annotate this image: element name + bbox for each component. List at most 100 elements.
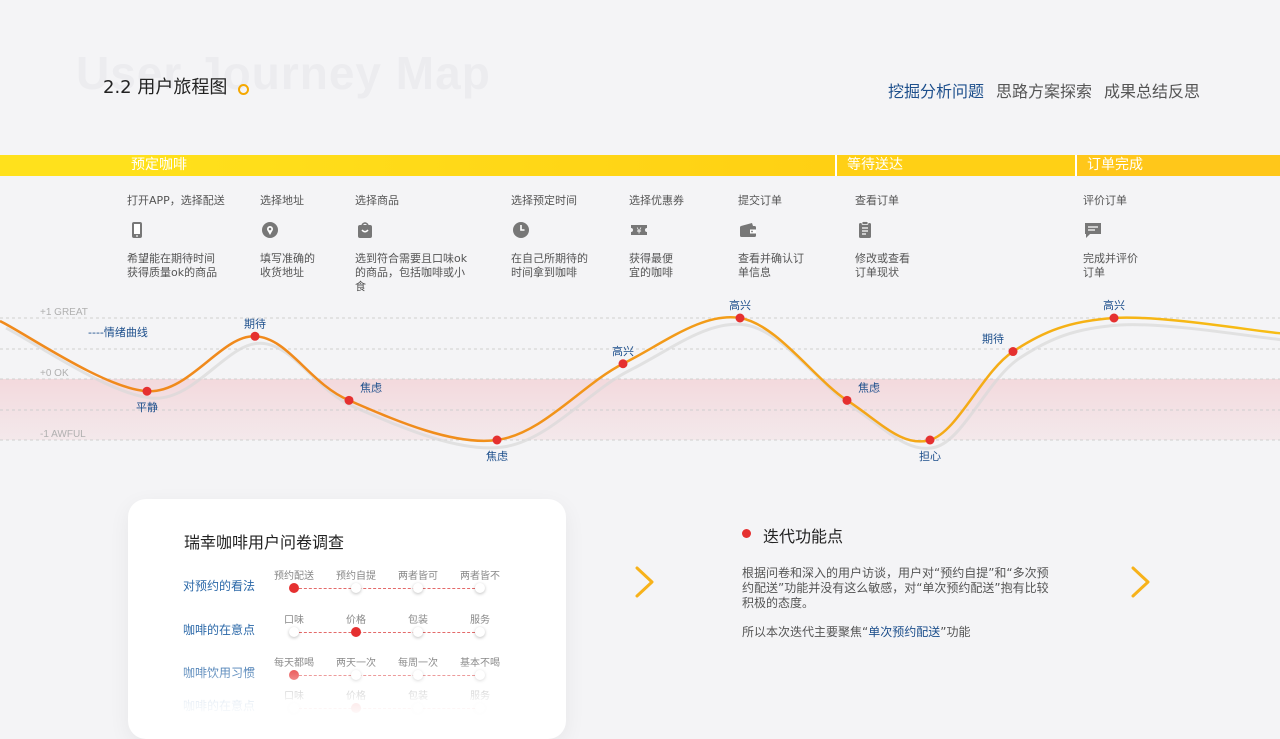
conclusion-suffix: ”功能 bbox=[940, 625, 971, 639]
survey-title: 瑞幸咖啡用户问卷调查 bbox=[184, 533, 345, 552]
iteration-conclusion: 所以本次迭代主要聚焦“单次预约配送”功能 bbox=[742, 625, 1052, 640]
chevron-right-icon[interactable] bbox=[1130, 566, 1152, 598]
survey-option-track bbox=[294, 588, 480, 589]
y-level-label: +0 OK bbox=[40, 368, 69, 379]
iteration-description: 根据问卷和深入的用户访谈，用户对“预约自提”和“多次预约配送”功能并没有这么敏感… bbox=[742, 566, 1052, 640]
nav-item-problem-analysis[interactable]: 挖掘分析问题 bbox=[887, 82, 984, 101]
step-desc: 在自己所期待的 bbox=[511, 252, 588, 265]
nav-item-solution-exploration[interactable]: 思路方案探索 bbox=[995, 82, 1092, 101]
comment-icon bbox=[1085, 223, 1101, 238]
emotion-curve-chart: +1 GREAT+0 OK-1 AWFUL----情绪曲线 平静期待焦虑焦虑高兴… bbox=[0, 298, 1280, 463]
emotion-label: 焦虑 bbox=[858, 381, 880, 394]
emotion-label: 期待 bbox=[244, 316, 266, 330]
survey-option-radio[interactable] bbox=[289, 627, 299, 637]
step-desc: 订单 bbox=[1083, 266, 1105, 279]
survey-option-radio-selected[interactable] bbox=[289, 583, 299, 593]
nav-item-results-summary[interactable]: 成果总结反思 bbox=[1103, 82, 1200, 101]
stage-bar-waiting-delivery: 等待送达 bbox=[837, 155, 1075, 176]
journey-step: 选择商品 选到符合需要且口味ok 的商品，包括咖啡或小食 bbox=[355, 192, 475, 294]
emotion-label: 焦虑 bbox=[486, 450, 508, 463]
conclusion-highlight: 单次预约配送 bbox=[868, 625, 941, 639]
emotion-point bbox=[1109, 313, 1119, 323]
survey-option-label: 两者皆不 bbox=[460, 571, 500, 582]
step-desc: 完成并评价 bbox=[1083, 252, 1138, 265]
emotion-curve-line bbox=[0, 315, 1280, 443]
survey-option-label: 包装 bbox=[408, 615, 428, 626]
step-desc: 填写准确的 bbox=[260, 252, 315, 265]
survey-question-label: 对预约的看法 bbox=[183, 579, 256, 593]
step-name: 提交订单 bbox=[738, 194, 782, 207]
emotion-label: 高兴 bbox=[1103, 298, 1125, 312]
emotion-label: 担心 bbox=[919, 449, 941, 463]
survey-option-label: 预约配送 bbox=[274, 571, 314, 582]
emotion-point bbox=[618, 359, 628, 369]
emotion-curve-shadow bbox=[5, 322, 1280, 450]
emotion-point bbox=[735, 313, 745, 323]
curve-legend-label: ----情绪曲线 bbox=[88, 325, 148, 339]
emotion-point bbox=[250, 331, 260, 341]
step-name: 选择预定时间 bbox=[511, 194, 577, 207]
survey-option-track bbox=[294, 632, 480, 633]
step-desc: 获得质量ok的商品 bbox=[127, 266, 218, 279]
coupon-icon: ¥ bbox=[631, 225, 647, 236]
page-title: 2.2 用户旅程图 bbox=[103, 77, 228, 98]
step-name: 选择商品 bbox=[355, 194, 399, 207]
survey-option-radio[interactable] bbox=[413, 583, 423, 593]
stage-divider bbox=[1075, 155, 1077, 176]
location-pin-icon bbox=[262, 222, 278, 238]
step-desc: 的商品，包括咖啡或小食 bbox=[355, 266, 465, 293]
iteration-title: 迭代功能点 bbox=[763, 527, 844, 546]
journey-step: 打开APP，选择配送 希望能在期待时间 获得质量ok的商品 bbox=[127, 192, 247, 280]
survey-option-radio[interactable] bbox=[475, 627, 485, 637]
top-nav: 挖掘分析问题 思路方案探索 成果总结反思 bbox=[888, 78, 1200, 102]
step-name: 选择地址 bbox=[260, 194, 304, 207]
survey-option-radio[interactable] bbox=[475, 583, 485, 593]
journey-step: 评价订单 完成并评价 订单 bbox=[1083, 192, 1203, 280]
y-level-label: -1 AWFUL bbox=[40, 429, 86, 440]
emotion-label: 期待 bbox=[982, 332, 1004, 346]
stage-divider bbox=[835, 155, 837, 176]
stage-bar-order-coffee: 预定咖啡 bbox=[0, 155, 835, 176]
shopping-bag-icon bbox=[358, 222, 372, 238]
survey-question-label: 咖啡的在意点 bbox=[183, 623, 256, 637]
journey-step: 选择预定时间 在自己所期待的 时间拿到咖啡 bbox=[511, 192, 631, 280]
step-desc: 订单现状 bbox=[855, 266, 899, 279]
wallet-icon bbox=[740, 223, 756, 237]
step-desc: 收货地址 bbox=[260, 266, 304, 279]
emotion-point bbox=[492, 435, 502, 445]
emotion-label: 高兴 bbox=[612, 344, 634, 358]
step-name: 打开APP，选择配送 bbox=[127, 194, 225, 207]
journey-step: 提交订单 查看并确认订 单信息 bbox=[738, 192, 858, 280]
title-dot-icon bbox=[238, 84, 249, 95]
y-level-label: +1 GREAT bbox=[40, 307, 88, 318]
step-desc: 修改或查看 bbox=[855, 252, 910, 265]
survey-option-label: 价格 bbox=[346, 615, 366, 626]
survey-option-radio[interactable] bbox=[413, 627, 423, 637]
stage-bar-order-complete: 订单完成 bbox=[1077, 155, 1280, 176]
emotion-point bbox=[842, 395, 852, 405]
step-desc: 单信息 bbox=[738, 266, 771, 279]
journey-step: 查看订单 修改或查看 订单现状 bbox=[855, 192, 975, 280]
step-desc: 选到符合需要且口味ok bbox=[355, 252, 468, 265]
journey-step: 选择地址 填写准确的 收货地址 bbox=[260, 192, 380, 280]
step-name: 评价订单 bbox=[1083, 194, 1127, 207]
conclusion-prefix: 所以本次迭代主要聚焦“ bbox=[742, 625, 869, 639]
step-desc: 希望能在期待时间 bbox=[127, 252, 215, 265]
survey-fade-overlay bbox=[128, 660, 566, 720]
survey-option-radio-selected[interactable] bbox=[351, 627, 361, 637]
emotion-point bbox=[925, 435, 935, 445]
survey-option-label: 两者皆可 bbox=[398, 571, 438, 582]
clipboard-icon bbox=[859, 221, 871, 238]
svg-text:¥: ¥ bbox=[636, 227, 641, 236]
emotion-point bbox=[344, 395, 354, 405]
chevron-right-icon[interactable] bbox=[634, 566, 656, 598]
watermark-title: User Journey Map bbox=[76, 47, 491, 99]
survey-option-radio[interactable] bbox=[351, 583, 361, 593]
step-desc: 获得最便 bbox=[629, 252, 673, 265]
emotion-point bbox=[142, 386, 152, 396]
survey-question-row: 咖啡的在意点口味价格包装服务 bbox=[183, 611, 543, 645]
iteration-paragraph: 根据问卷和深入的用户访谈，用户对“预约自提”和“多次预约配送”功能并没有这么敏感… bbox=[742, 566, 1049, 610]
emotion-label: 焦虑 bbox=[360, 381, 382, 394]
emotion-label: 平静 bbox=[136, 400, 158, 414]
negative-emotion-band bbox=[0, 379, 1280, 440]
